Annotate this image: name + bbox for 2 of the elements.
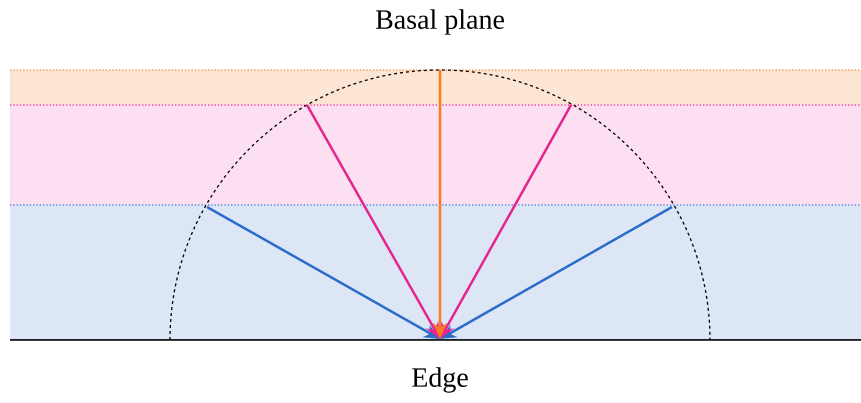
region-label: Edge <box>412 367 468 393</box>
heading: Basal plane <box>376 9 504 35</box>
